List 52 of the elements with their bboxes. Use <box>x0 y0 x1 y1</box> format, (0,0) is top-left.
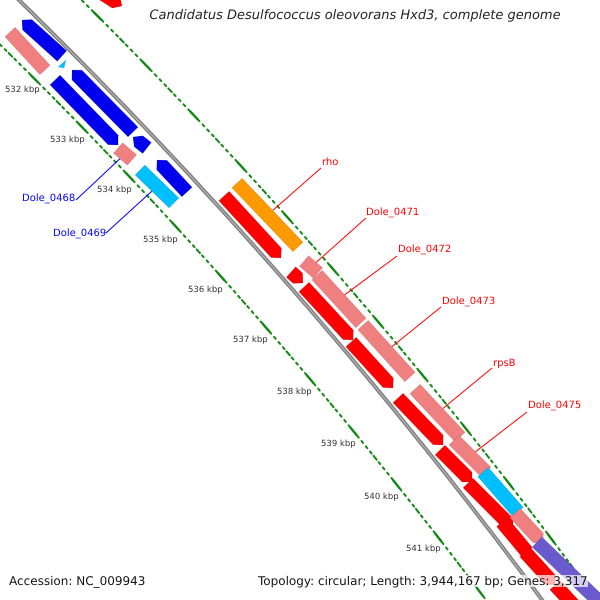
gene-label: rho <box>322 158 338 168</box>
gene-block <box>156 160 193 198</box>
scale-label: 540 kbp <box>364 493 399 502</box>
scale-label: 534 kbp <box>97 186 132 194</box>
gene-bar <box>112 142 138 166</box>
leader-line <box>392 306 442 348</box>
accession-text: Accession: NC_009943 <box>9 575 146 587</box>
gene-label: Dole_0472 <box>398 245 452 255</box>
gene-label: Dole_0469 <box>53 229 106 239</box>
gene-block <box>434 444 472 482</box>
gene-bar <box>448 434 492 478</box>
gene-block <box>392 392 444 446</box>
leader-line <box>344 256 398 296</box>
title: Candidatus Desulfococcus oleovorans Hxd3, complete genome <box>148 9 562 22</box>
gene-block <box>57 59 67 68</box>
gene-bar <box>496 517 533 557</box>
scale-label: 537 kbp <box>233 336 268 344</box>
scale-label: 538 kbp <box>277 388 312 396</box>
gene-block <box>72 70 138 138</box>
scale-label: 535 kbp <box>143 236 178 244</box>
gene-bar <box>357 320 416 382</box>
gene-block <box>509 508 544 544</box>
leader-line <box>76 158 120 200</box>
gene-block <box>22 19 68 62</box>
gene-bar <box>409 384 466 442</box>
scale-label: 539 kbp <box>321 440 356 448</box>
gene-block <box>286 266 304 284</box>
leader-line <box>272 168 322 211</box>
scale-label: 541 kbp <box>406 545 441 554</box>
leader-line <box>106 190 152 234</box>
leader-line <box>475 412 528 452</box>
gene-bar <box>311 270 367 328</box>
gene-label: Dole_0468 <box>22 194 76 204</box>
gene-bar <box>477 466 524 518</box>
scale-label: 533 kbp <box>50 136 85 144</box>
leader-line <box>316 218 366 263</box>
scale-label: 536 kbp <box>188 286 223 294</box>
gene-block <box>132 135 152 154</box>
gene-bar <box>4 26 51 76</box>
gene-block <box>298 282 354 340</box>
scale-label: 532 kbp <box>5 86 40 94</box>
gene-block <box>50 74 118 146</box>
gene-label: Dole_0473 <box>442 297 496 307</box>
gene-label: Dole_0471 <box>366 208 420 218</box>
gene-bar <box>134 164 180 208</box>
gene-label: rpsB <box>493 359 516 369</box>
gene-label: Dole_0475 <box>528 401 582 411</box>
gene-bar <box>298 255 324 279</box>
gene-block <box>218 190 282 258</box>
gene-block <box>345 336 394 388</box>
genome-summary-text: Topology: circular; Length: 3,944,167 bp; Genes: 3,317 <box>258 575 588 587</box>
gene-bar <box>231 178 304 252</box>
